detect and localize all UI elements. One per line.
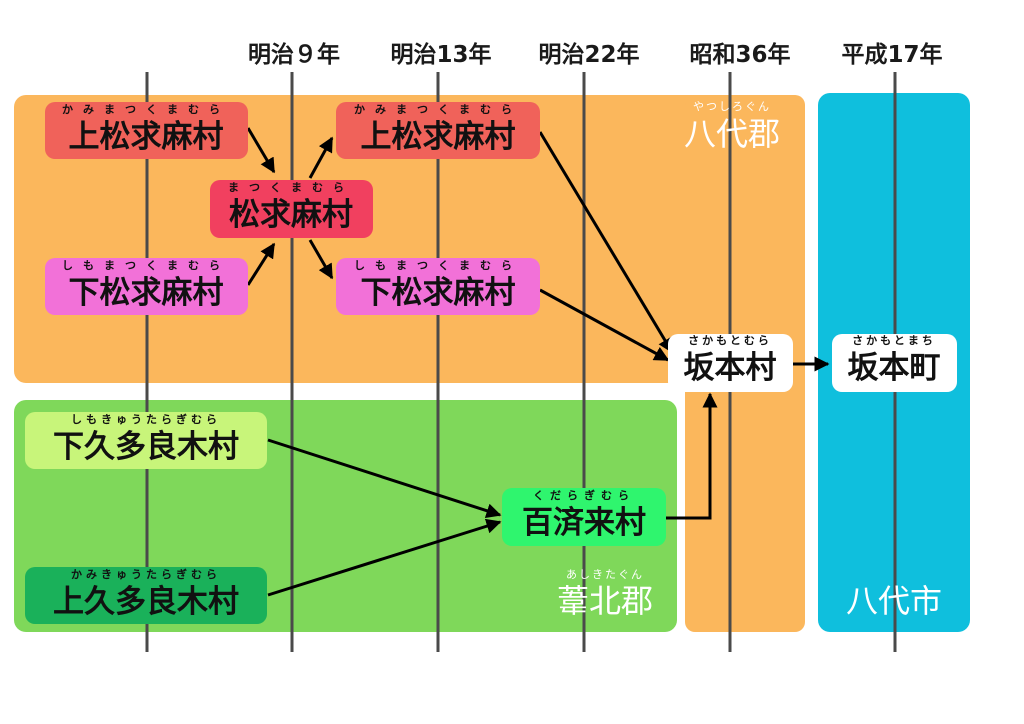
era-label: 昭和36年	[689, 41, 790, 68]
node-sakamoto-mura: さかもとむら 坂本村	[668, 334, 793, 392]
node-box	[502, 488, 666, 546]
node-label: 坂本町	[848, 350, 941, 386]
arrow	[267, 438, 502, 518]
region-reading: やつしろぐん	[693, 100, 771, 113]
node-label: 坂本村	[684, 350, 777, 386]
node-reading: しもきゅうたらぎむら	[71, 412, 221, 426]
node-kami-kutaragi: かみきゅうたらぎむら 上久多良木村	[25, 567, 267, 624]
arrow	[538, 131, 674, 354]
arrow	[539, 288, 670, 362]
node-reading: かみまつくまむら	[62, 103, 230, 116]
node-sakamoto-machi: さかもとまち 坂本町	[832, 334, 957, 392]
region-label: 八代郡	[684, 115, 780, 153]
node-shimo-matsukuma-2: しもまつくまむら 下松求麻村	[336, 258, 540, 315]
node-box	[336, 102, 540, 159]
era-label: 平成17年	[841, 41, 942, 68]
node-label: 百済来村	[522, 505, 646, 541]
node-shimo-matsukuma-1: しもまつくまむら 下松求麻村	[45, 258, 248, 315]
node-reading: まつくまむら	[228, 181, 354, 194]
arrow	[308, 239, 334, 280]
node-kudara: くだらぎむら 百済来村	[502, 488, 666, 546]
arrow	[666, 392, 718, 520]
node-box	[210, 180, 373, 238]
node-label: 下松求麻村	[361, 275, 516, 311]
era-label: 明治22年	[538, 41, 639, 68]
era-headers: 明治９年 明治13年 明治22年 昭和36年 平成17年	[248, 41, 943, 68]
region-reading: あしきたぐん	[566, 568, 644, 581]
node-box	[668, 334, 793, 392]
node-label: 下久多良木村	[53, 429, 239, 465]
arrow	[267, 518, 502, 597]
node-matsukuma: まつくまむら 松求麻村	[210, 180, 373, 238]
node-reading: さかもとむら	[688, 334, 772, 347]
node-box	[45, 102, 248, 159]
node-label: 下松求麻村	[69, 275, 224, 311]
node-box	[25, 567, 267, 624]
node-kami-matsukuma-1: かみまつくまむら 上松求麻村	[45, 102, 248, 159]
node-shimo-kutaragi: しもきゅうたらぎむら 下久多良木村	[25, 412, 267, 469]
node-box	[336, 258, 540, 315]
region-label: 葦北郡	[557, 582, 653, 620]
node-label: 上松求麻村	[361, 119, 516, 155]
node-label: 上久多良木村	[53, 584, 239, 620]
node-reading: さかもとまち	[852, 334, 936, 347]
era-label: 明治13年	[390, 41, 491, 68]
node-label: 松求麻村	[229, 197, 353, 233]
node-box	[25, 412, 267, 469]
era-label: 明治９年	[248, 41, 340, 68]
arrows	[246, 127, 830, 597]
arrow	[246, 127, 276, 174]
arrow	[308, 136, 334, 179]
node-kami-matsukuma-2: かみまつくまむら 上松求麻村	[336, 102, 540, 159]
region-label: 八代市	[846, 582, 942, 620]
arrow	[246, 242, 276, 286]
node-box	[45, 258, 248, 315]
node-reading: しもまつくまむら	[354, 259, 522, 272]
node-reading: しもまつくまむら	[62, 259, 230, 272]
node-reading: かみまつくまむら	[354, 103, 522, 116]
node-reading: かみきゅうたらぎむら	[71, 567, 221, 581]
node-label: 上松求麻村	[69, 119, 224, 155]
node-reading: くだらぎむら	[533, 488, 635, 502]
node-box	[832, 334, 957, 392]
